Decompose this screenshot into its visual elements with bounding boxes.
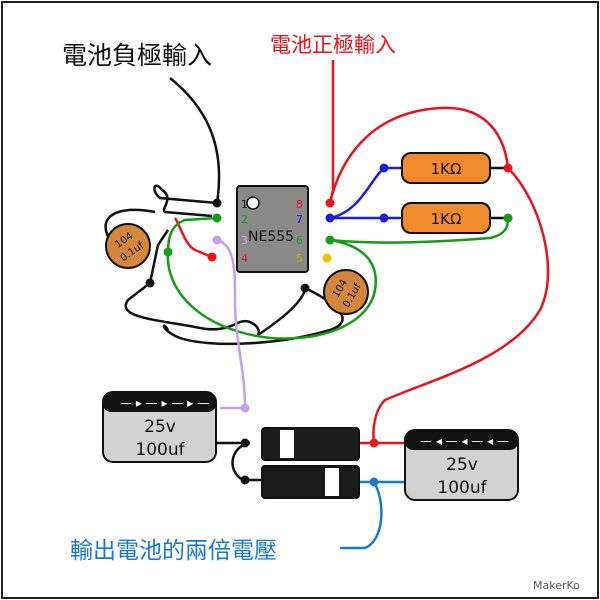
output-label: 輸出電池的兩倍電壓 <box>70 538 277 564</box>
ecap-2-stripe <box>405 430 518 450</box>
ecap-1-voltage: 25v <box>144 417 176 437</box>
ecap-2-capacitance: 100uf <box>437 478 487 498</box>
diode-1-body <box>261 427 360 461</box>
dot-diode2-left <box>240 475 250 485</box>
electrolytic-cap-1: — ▸ — ▸ — ▸ — 25v 100uf <box>102 391 217 463</box>
dot-r1-left <box>379 163 389 173</box>
pin5-label: 5 <box>296 252 303 265</box>
ceramic-cap-1: 104 0.1uf <box>105 223 151 269</box>
diode-2-body <box>261 465 360 499</box>
pin1-label: 1 <box>241 198 248 211</box>
pin6-label: 6 <box>296 234 303 247</box>
dot-pin5 <box>322 253 332 263</box>
positive-input-label: 電池正極輸入 <box>270 33 396 57</box>
diode-1-band <box>280 430 294 458</box>
ic-pin1-marker <box>246 196 260 210</box>
ic-label: NE555 <box>248 229 294 245</box>
wire-pin2-6-loop <box>166 238 378 340</box>
dot-r2-left <box>379 213 389 223</box>
dot-pin4 <box>207 252 217 262</box>
dot-cap1-bottom <box>145 278 155 288</box>
dot-diode1-left <box>240 438 250 448</box>
dot-pin8 <box>325 198 335 208</box>
ecap-2-stripe-marks: — ◂ — ◂ — ◂ — <box>420 434 509 448</box>
wire-output <box>340 481 383 550</box>
dot-diode1-right <box>369 438 379 448</box>
resistor-1-value: 1KΩ <box>431 160 462 178</box>
dot-pin1 <box>212 198 222 208</box>
wire-lower-loop <box>124 282 307 337</box>
diode-1 <box>261 427 360 461</box>
cap-1-body <box>105 223 151 269</box>
resistor-2: 1KΩ <box>401 202 508 234</box>
junction-dots <box>145 163 513 487</box>
dot-cap1-right <box>163 247 173 257</box>
pin8-label: 8 <box>296 198 303 211</box>
pin3-label: 3 <box>241 234 248 247</box>
pin7-label: 7 <box>296 213 303 226</box>
wire-cap1-top <box>104 208 156 241</box>
ecap-2-voltage: 25v <box>446 455 478 475</box>
pin2-label: 2 <box>241 213 248 226</box>
negative-input-label: 電池負極輸入 <box>62 41 212 70</box>
electrolytic-cap-2: — ◂ — ◂ — ◂ — 25v 100uf <box>404 429 519 501</box>
dot-pin6 <box>325 235 335 245</box>
dot-pin3 <box>212 235 222 245</box>
dot-pin7 <box>325 213 335 223</box>
ecap-1-capacitance: 100uf <box>135 440 185 460</box>
wire-pin3-output <box>216 238 247 410</box>
ecap-1-stripe-marks: — ▸ — ▸ — ▸ — <box>120 396 209 410</box>
ne555-ic: NE555 1 2 3 4 8 7 6 5 <box>236 185 309 273</box>
diode-2-band <box>325 468 339 496</box>
ecap-1-stripe <box>103 392 216 412</box>
dot-cap2-left <box>300 283 310 293</box>
pin4-label: 4 <box>241 252 248 265</box>
brand-watermark: MakerKo <box>533 579 580 592</box>
wire-pin4 <box>173 217 213 259</box>
wire-pin6-r2 <box>329 217 510 244</box>
wire-cap1-right <box>148 229 170 284</box>
dot-pin2 <box>212 213 222 223</box>
wire-pin1-loop <box>153 184 218 218</box>
dot-diode2-right <box>369 477 379 487</box>
resistor-2-value: 1KΩ <box>431 210 462 228</box>
dot-r1-right <box>503 163 513 173</box>
wire-vcc-to-output <box>372 167 550 444</box>
wire-negative-input <box>169 77 221 204</box>
cap-2-body <box>323 269 369 315</box>
dot-r2-right <box>503 213 513 223</box>
ceramic-cap-2: 104 0.1uf <box>323 269 369 315</box>
wire-vcc-arch <box>328 106 510 204</box>
resistor-1: 1KΩ <box>401 152 508 184</box>
diode-2 <box>261 465 360 499</box>
dot-ecap1 <box>240 403 250 413</box>
